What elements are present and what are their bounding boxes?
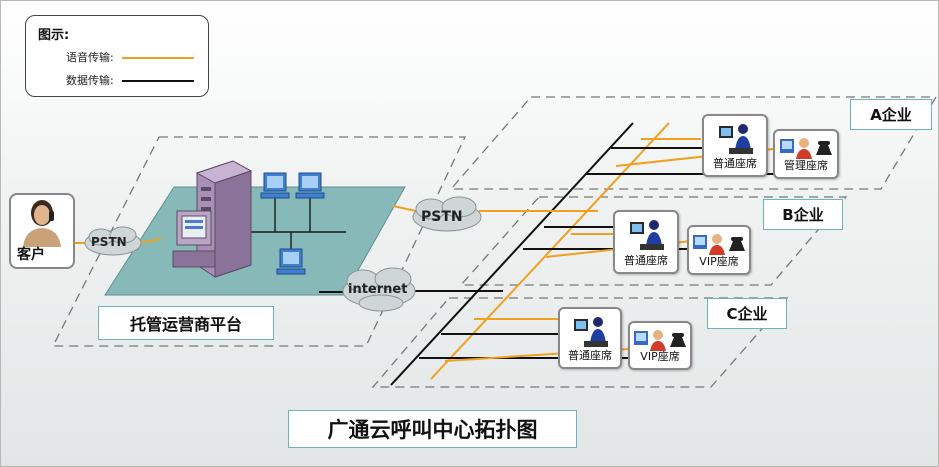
customer-label: 客户 [17, 247, 45, 263]
platform-pstn-voice [392, 205, 417, 212]
enterprise-c-seat-vip: VIP座席 [628, 321, 692, 370]
customer-person-icon [23, 200, 61, 247]
enterprise-c-seat-vip-label: VIP座席 [640, 350, 680, 363]
legend-voice-label: 语音传输: [66, 51, 114, 64]
platform-label: 托管运营商平台 [98, 306, 274, 340]
internet-label: internet [348, 282, 408, 297]
customer-node: 客户 [9, 193, 75, 269]
data-trunk [390, 122, 634, 386]
enterprise-c-label: C企业 [707, 298, 787, 329]
enterprise-a-plane [449, 96, 938, 190]
enterprise-b-plane [459, 196, 848, 286]
enterprise-c-seat-normal-label: 普通座席 [568, 349, 612, 362]
pstn-right-label: PSTN [421, 209, 463, 225]
enterprise-a-seat-normal: 普通座席 [702, 114, 768, 177]
enterprise-a-seat-normal-label: 普通座席 [713, 157, 757, 170]
enterprise-a-seat-manager-label: 管理座席 [784, 159, 828, 172]
voice-trunk [430, 122, 670, 380]
enterprise-a-seat-manager: 管理座席 [773, 129, 839, 179]
platform-dashed-plane [51, 136, 467, 347]
agent-desk-icon [719, 124, 753, 154]
enterprise-b-seat-normal: 普通座席 [613, 210, 679, 274]
pstn-left-label: PSTN [91, 235, 127, 249]
legend-voice-line [122, 57, 194, 59]
agent-phone-icon [634, 330, 686, 351]
enterprise-b-seat-vip-label: VIP座席 [699, 255, 739, 268]
diagram-title: 广通云呼叫中心拓扑图 [288, 410, 577, 448]
pstn-cloud-left [84, 226, 142, 256]
internet-cloud [342, 267, 416, 312]
enterprise-b-seat-normal-label: 普通座席 [624, 254, 668, 267]
agent-phone-icon [780, 138, 832, 159]
platform-computer-icon [172, 210, 216, 268]
legend-title: 图示: [38, 28, 70, 43]
enterprise-c-plane [371, 297, 791, 388]
workstation-icon-1 [260, 172, 290, 199]
workstation-icon-3 [276, 248, 306, 275]
pstn-platform-voice [138, 238, 162, 244]
legend-data-label: 数据传输: [66, 74, 114, 87]
workstation-icon-2 [295, 172, 325, 199]
agent-desk-icon [630, 220, 664, 250]
enterprise-b-label: B企业 [763, 199, 843, 230]
enterprise-a-label: A企业 [850, 99, 932, 130]
server-icon [195, 160, 253, 278]
enterprise-b-seat-vip: VIP座席 [687, 225, 751, 275]
agent-phone-icon [693, 234, 745, 255]
legend-box: 图示: 语音传输: 数据传输: [25, 15, 209, 97]
legend-data-line [122, 80, 194, 82]
pstn-cloud-right [412, 196, 482, 232]
enterprise-c-seat-normal: 普通座席 [558, 307, 622, 369]
agent-desk-icon [574, 317, 608, 347]
